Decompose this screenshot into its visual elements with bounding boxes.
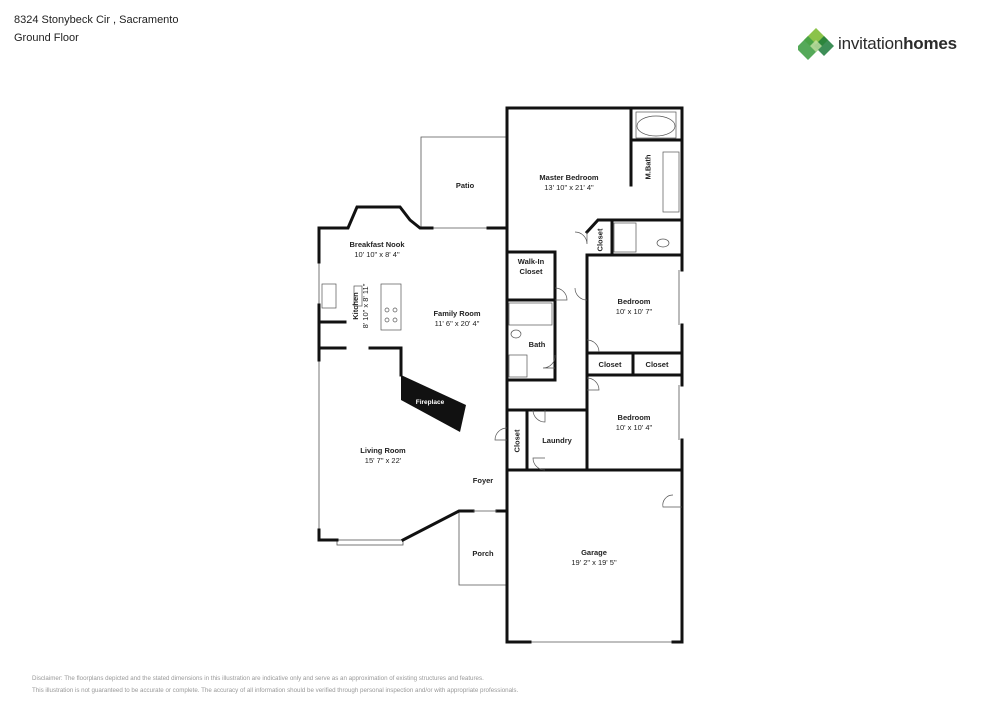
fireplace-shape xyxy=(401,375,466,432)
room-laundry: Laundry xyxy=(542,436,572,446)
room-name: Foyer xyxy=(472,476,494,485)
logo-wordmark: invitationhomes xyxy=(838,34,957,54)
room-name: Patio xyxy=(455,181,475,190)
bath-tub xyxy=(508,302,553,326)
room-bath: Bath xyxy=(529,340,546,350)
room-name: Laundry xyxy=(542,436,572,445)
room-name: Closet xyxy=(645,360,669,369)
room-name: Porch xyxy=(472,549,494,558)
porch-outline xyxy=(458,537,507,586)
fixtures xyxy=(321,111,682,512)
room-closet-laundry: Closet xyxy=(512,429,522,453)
room-porch: Porch xyxy=(472,549,493,559)
room-name: Kitchen xyxy=(351,292,360,320)
room-dimensions: 10' 10" x 8' 4" xyxy=(354,250,400,259)
room-name: Living Room xyxy=(360,446,406,455)
room-name: Garage xyxy=(581,548,607,557)
disclaimer-line-2: This illustration is not guaranteed to b… xyxy=(32,687,519,694)
room-name: Master Bedroom xyxy=(539,173,599,182)
patio-outline xyxy=(420,136,507,229)
room-name: Bath xyxy=(528,340,546,349)
bath-toilet xyxy=(510,329,522,339)
room-walk-in-closet: Walk-In Closet xyxy=(514,257,548,277)
room-dimensions: 19' 2" x 19' 5" xyxy=(571,558,617,567)
room-patio: Patio xyxy=(456,181,474,191)
disclaimer-line-1: Disclaimer: The floorplans depicted and … xyxy=(32,675,484,682)
master-vanity xyxy=(662,151,680,213)
logo-word-1: invitation xyxy=(838,34,904,53)
room-name: Fireplace xyxy=(415,399,445,406)
room-name: Bedroom xyxy=(617,413,651,422)
logo-mark-icon xyxy=(796,28,834,60)
room-closet-b1: Closet xyxy=(599,360,622,370)
room-name: Family Room xyxy=(433,309,481,318)
floor-name: Ground Floor xyxy=(14,32,79,44)
kitchen-range xyxy=(380,283,402,331)
room-dimensions: 10' x 10' 7" xyxy=(615,307,653,316)
room-dimensions: 10' x 10' 4" xyxy=(615,423,653,432)
room-name: Closet xyxy=(598,360,622,369)
room-dimensions: 8' 10" x 8' 11" xyxy=(361,283,370,329)
kitchen-sink xyxy=(321,283,337,309)
master-tub xyxy=(636,115,676,137)
room-mbath: M.Bath xyxy=(643,154,653,180)
bath-vanity xyxy=(508,354,528,378)
master-toilet xyxy=(656,238,670,248)
room-closet-master: Closet xyxy=(595,228,605,252)
walls xyxy=(317,106,684,644)
room-dimensions: 11' 6" x 20' 4" xyxy=(434,319,480,328)
fireplace-label: Fireplace xyxy=(416,398,445,408)
room-name: Breakfast Nook xyxy=(349,240,405,249)
room-name: Walk-In Closet xyxy=(517,257,545,276)
property-address: 8324 Stonybeck Cir , Sacramento xyxy=(14,14,179,26)
master-shower xyxy=(613,222,637,253)
room-dimensions: 13' 10" x 21' 4" xyxy=(544,183,594,192)
thin-outlines xyxy=(318,136,680,643)
room-dimensions: 15' 7" x 22' xyxy=(364,456,402,465)
room-name: Bedroom xyxy=(617,297,651,306)
logo-word-2: homes xyxy=(903,34,957,53)
invitation-homes-logo: invitationhomes xyxy=(796,26,978,62)
room-closet-b2: Closet xyxy=(646,360,669,370)
room-foyer: Foyer xyxy=(473,476,493,486)
